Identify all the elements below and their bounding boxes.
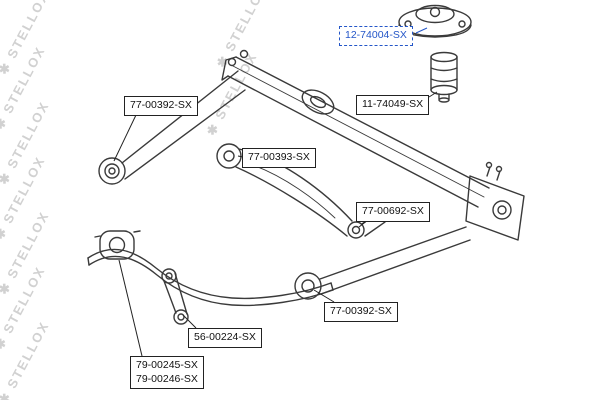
stabilizer-link-drawing xyxy=(161,268,189,325)
leader-stabilizer-link xyxy=(182,314,197,329)
part-number-stabilizer-bushing-b: 79-00246-SX xyxy=(136,372,198,385)
leader-trailing-arm-bushing-rear xyxy=(313,289,335,303)
part-label-trailing-arm-bushing-rear[interactable]: 77-00392-SX xyxy=(324,302,398,322)
strut-mount-drawing xyxy=(398,4,472,38)
part-label-lateral-arm-bushing[interactable]: 77-00393-SX xyxy=(242,148,316,168)
lateral-arm-drawing xyxy=(216,143,386,239)
part-label-stabilizer-link[interactable]: 56-00224-SX xyxy=(188,328,262,348)
leader-stabilizer-bushings xyxy=(118,259,143,357)
hub-bracket-drawing xyxy=(465,161,525,241)
leader-bump-stop xyxy=(428,91,438,98)
part-label-link-bushing[interactable]: 77-00692-SX xyxy=(356,202,430,222)
part-label-trailing-arm-bushing-front[interactable]: 77-00392-SX xyxy=(124,96,198,116)
part-label-strut-mount[interactable]: 12-74004-SX xyxy=(339,26,413,46)
rear-bushing-arm-drawing xyxy=(294,226,471,300)
axle-beam-drawing xyxy=(221,49,490,208)
part-label-stabilizer-bushings[interactable]: 79-00245-SX 79-00246-SX xyxy=(130,356,204,390)
leader-strut-mount-highlight xyxy=(415,27,428,34)
trailing-arm-drawing xyxy=(98,70,246,185)
stabilizer-bracket-drawing xyxy=(94,230,141,260)
bump-stop-drawing xyxy=(430,51,458,103)
stabilizer-bar-drawing xyxy=(87,248,334,307)
part-label-bump-stop[interactable]: 11-74049-SX xyxy=(356,95,430,115)
part-number-stabilizer-bushing-a: 79-00245-SX xyxy=(136,359,198,371)
leader-trailing-arm-bushing-front xyxy=(113,114,137,162)
